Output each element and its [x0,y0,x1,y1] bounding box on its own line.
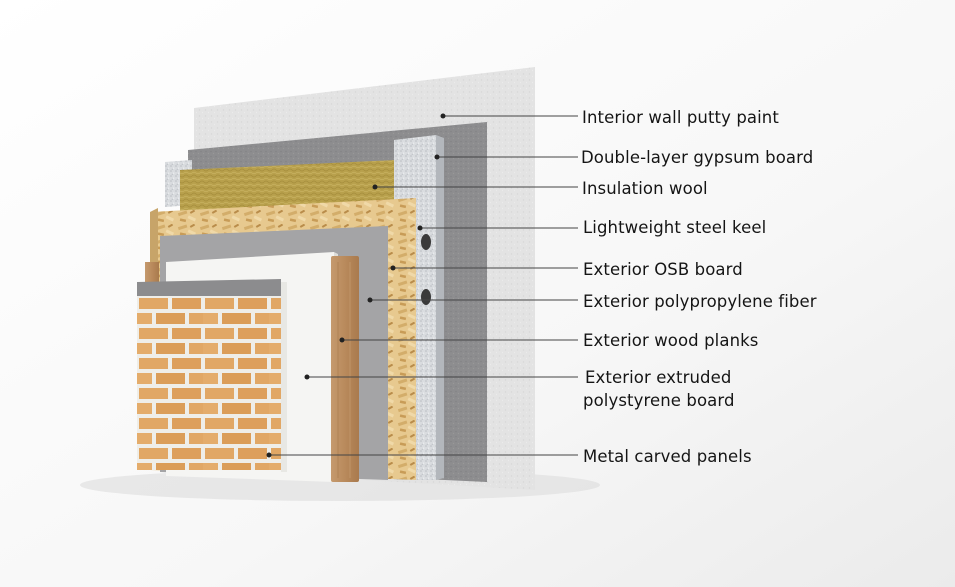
leader-dot [304,374,310,380]
label-gypsum-board: Double-layer gypsum board [581,148,814,167]
metal-panel-side [281,282,287,472]
steel-keel-hole [421,234,431,250]
leader-dot [417,225,423,231]
leader-dot [440,113,446,119]
wood-plank [331,256,359,482]
leader-dot [367,297,373,303]
label-wood-planks: Exterior wood planks [583,331,759,350]
label-steel-keel: Lightweight steel keel [583,218,767,237]
metal-carved-panel [137,296,281,470]
wood-plank-left [145,262,159,286]
leader-lines [269,115,578,456]
steel-keel-hole [421,289,431,305]
leader-dot [390,265,396,271]
label-putty-paint: Interior wall putty paint [582,108,779,127]
label-metal-panels: Metal carved panels [583,447,752,466]
leader-dot [434,154,440,160]
label-xps-line2: polystyrene board [583,391,735,410]
leader-dot [339,337,345,343]
steel-keel-side [436,135,444,480]
label-insulation-wool: Insulation wool [582,179,708,198]
metal-panel-top-edge [137,279,281,296]
label-osb-board: Exterior OSB board [583,260,743,279]
leader-dot [266,452,272,458]
label-xps-line1: Exterior extruded [585,368,732,387]
leader-dot [372,184,378,190]
label-polypropylene-fiber: Exterior polypropylene fiber [583,292,817,311]
leader-dots [266,113,446,458]
